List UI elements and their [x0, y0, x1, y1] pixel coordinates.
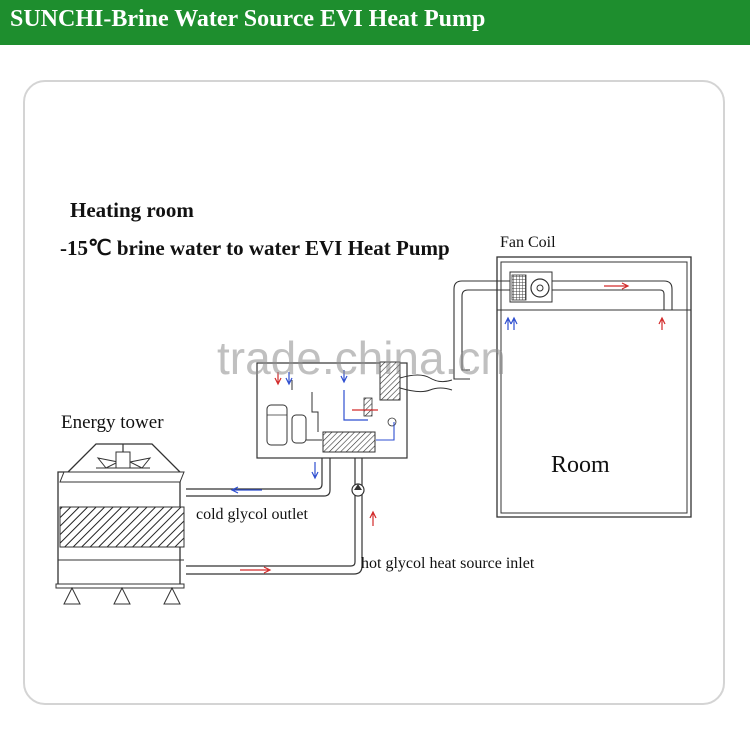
tower-fan-icon — [96, 444, 152, 469]
header-banner: SUNCHI-Brine Water Source EVI Heat Pump — [0, 0, 750, 45]
diagram-frame — [23, 80, 725, 705]
fan-coil-label: Fan Coil — [500, 234, 556, 251]
circulation-pump-icon — [351, 483, 365, 497]
watermark: trade.china.cn — [217, 332, 506, 384]
room-box — [496, 256, 692, 518]
flow-arrows — [230, 282, 666, 574]
heating-room-label: Heating room — [70, 198, 194, 222]
fan-coil-pipes — [453, 280, 673, 380]
energy-tower-label: Energy tower — [61, 412, 164, 433]
cold-glycol-outlet-label: cold glycol outlet — [196, 506, 308, 523]
glycol-pipes — [186, 458, 363, 575]
system-title: -15℃ brine water to water EVI Heat Pump — [60, 236, 450, 260]
room-label: Room — [551, 452, 610, 478]
heat-pump-unit — [256, 361, 453, 459]
banner-title: SUNCHI-Brine Water Source EVI Heat Pump — [10, 6, 486, 32]
energy-tower — [55, 443, 185, 605]
hot-glycol-inlet-label: hot glycol heat source inlet — [361, 555, 535, 572]
fan-coil-unit — [509, 271, 553, 303]
